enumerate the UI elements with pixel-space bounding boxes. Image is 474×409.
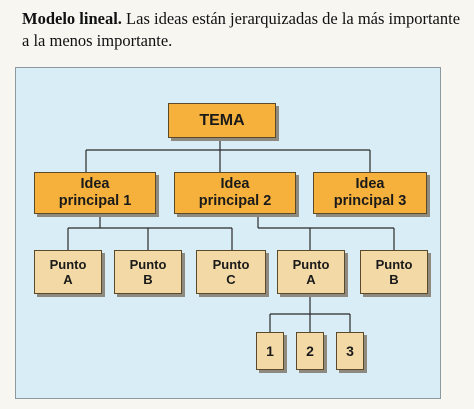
punto-a-2-line1: Punto	[292, 257, 330, 272]
idea-1-line2: principal 1	[58, 193, 132, 209]
subpoint-2-box: 2	[296, 332, 324, 370]
idea-2-line1: Idea	[220, 176, 250, 192]
tema-label: TEMA	[199, 111, 245, 129]
punto-c-line2: C	[226, 272, 236, 287]
subpoint-1-box: 1	[256, 332, 284, 370]
punto-c-line1: Punto	[212, 257, 250, 272]
punto-b-1-line2: B	[143, 272, 153, 287]
punto-a-1-line1: Punto	[49, 257, 87, 272]
idea-3-line2: principal 3	[333, 193, 407, 209]
connector-lines	[67, 138, 395, 332]
caption: Modelo lineal. Las ideas están jerarquiz…	[22, 8, 462, 52]
idea-1-line1: Idea	[80, 176, 110, 192]
idea-3-line1: Idea	[355, 176, 385, 192]
punto-a-1-line2: A	[63, 272, 73, 287]
subpoint-1-label: 1	[266, 343, 274, 359]
tema-box: TEMA	[168, 103, 276, 138]
subpoint-3-box: 3	[336, 332, 364, 370]
caption-text: Las ideas están jerarquizadas de la más …	[22, 9, 461, 50]
subpoint-3-label: 3	[346, 343, 354, 359]
idea-2-line2: principal 2	[198, 193, 272, 209]
punto-b-2-line2: B	[389, 272, 399, 287]
punto-a-2-line2: A	[306, 272, 316, 287]
subpoint-2-label: 2	[306, 343, 314, 359]
caption-title: Modelo lineal.	[22, 9, 122, 28]
punto-b-1-line1: Punto	[129, 257, 167, 272]
punto-b-2-line1: Punto	[375, 257, 413, 272]
